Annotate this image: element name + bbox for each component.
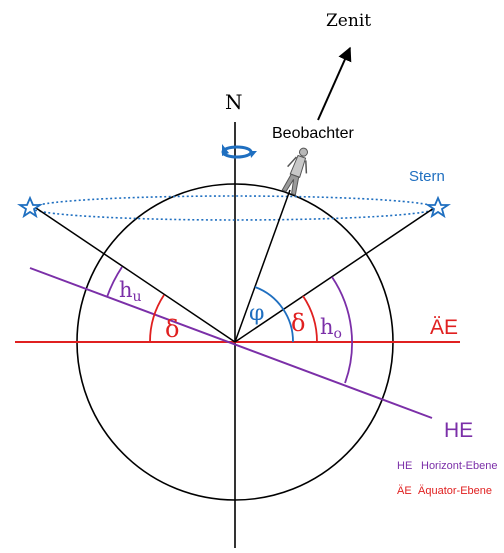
delta-right-arc [302,295,318,343]
phi-arc [254,286,294,343]
north-label: N [225,90,243,114]
legend-he-text: Horizont-Ebene [421,460,497,472]
legend-he-abbr: HE [397,460,412,472]
star-label: Stern [409,168,445,185]
rotation-arrow-icon [221,144,257,159]
horizon-plane-label: HE [444,419,473,442]
phi-label: φ [249,301,264,326]
star-circle-ellipse [31,195,437,221]
h-u-arc [106,266,123,298]
legend-ae-text: Äquator-Ebene [418,485,492,497]
h-u-label: hu [119,278,142,305]
horizon-plane-line [29,267,433,419]
legend-ae-abbr: ÄE [397,485,412,497]
delta-right-label: δ [291,309,305,337]
zenith-arrow [317,46,352,121]
h-o-arc [331,276,353,384]
line-to-observer [234,189,291,343]
delta-left-arc [149,294,165,343]
h-o-label: ho [320,315,342,342]
line-to-left-star [35,207,236,343]
observer-label: Beobachter [272,125,355,142]
line-to-right-star [234,207,435,343]
observer-stick-figure-icon [281,147,308,196]
right-star-icon [425,195,451,219]
delta-left-label: δ [165,315,179,343]
left-star-icon [17,195,43,219]
equator-plane-label: ÄE [430,316,458,339]
legend: HE Horizont-Ebene ÄE Äquator-Ebene [397,460,497,497]
zenith-label: Zenit [326,11,371,31]
